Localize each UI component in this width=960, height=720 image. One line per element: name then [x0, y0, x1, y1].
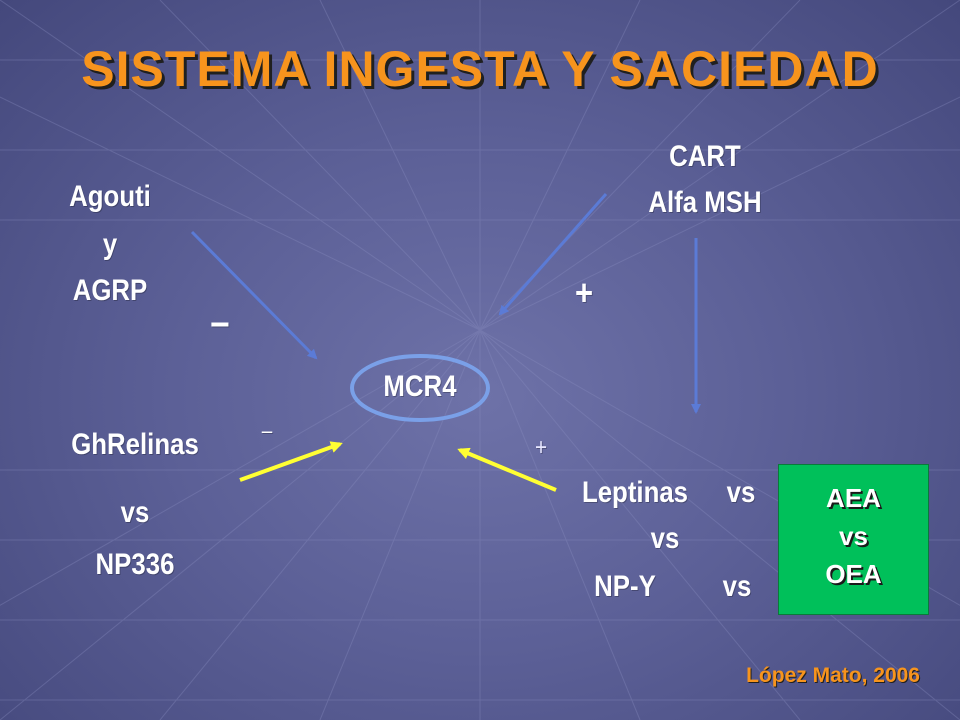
- minus-sign-large: –: [210, 300, 230, 344]
- mcr4-node-label: MCR4: [383, 370, 457, 403]
- arrow-ghrelinas-to-mcr4: [239, 441, 343, 482]
- ghrelinas-label: GhRelinas: [71, 428, 199, 461]
- agouti-label: Agouti: [69, 180, 151, 213]
- arrow-agouti-to-mcr4: [190, 230, 318, 360]
- agouti-y-label: y: [102, 228, 118, 261]
- leptinas-vs-label: vs: [726, 476, 756, 509]
- alfa-msh-label: Alfa MSH: [648, 186, 762, 219]
- arrow-cart-to-mcr4: [498, 193, 608, 316]
- mcr4-node-ring: [350, 354, 490, 422]
- np336-label: NP336: [95, 548, 175, 581]
- oea-label: OEA: [825, 559, 882, 589]
- np-y-vs-label: vs: [722, 570, 752, 603]
- slide-title: SISTEMA INGESTA Y SACIEDAD: [81, 41, 879, 97]
- arrow-leptinas-to-mcr4: [457, 447, 557, 492]
- cart-label: CART: [669, 140, 741, 173]
- box-vs-label: vs: [839, 521, 868, 551]
- agrp-label: AGRP: [72, 274, 148, 307]
- aea-label: AEA: [826, 483, 881, 513]
- leptinas-label: Leptinas: [581, 476, 689, 509]
- citation: López Mato, 2006: [746, 664, 920, 687]
- aea-oea-box: AEA vs OEA: [778, 464, 929, 615]
- np-y-label: NP-Y: [594, 570, 656, 603]
- plus-sign-small: +: [534, 434, 548, 461]
- vs-label-right: vs: [650, 522, 680, 555]
- vs-label-left: vs: [120, 496, 150, 529]
- plus-sign-large: +: [574, 272, 594, 313]
- minus-sign-small: –: [261, 418, 273, 443]
